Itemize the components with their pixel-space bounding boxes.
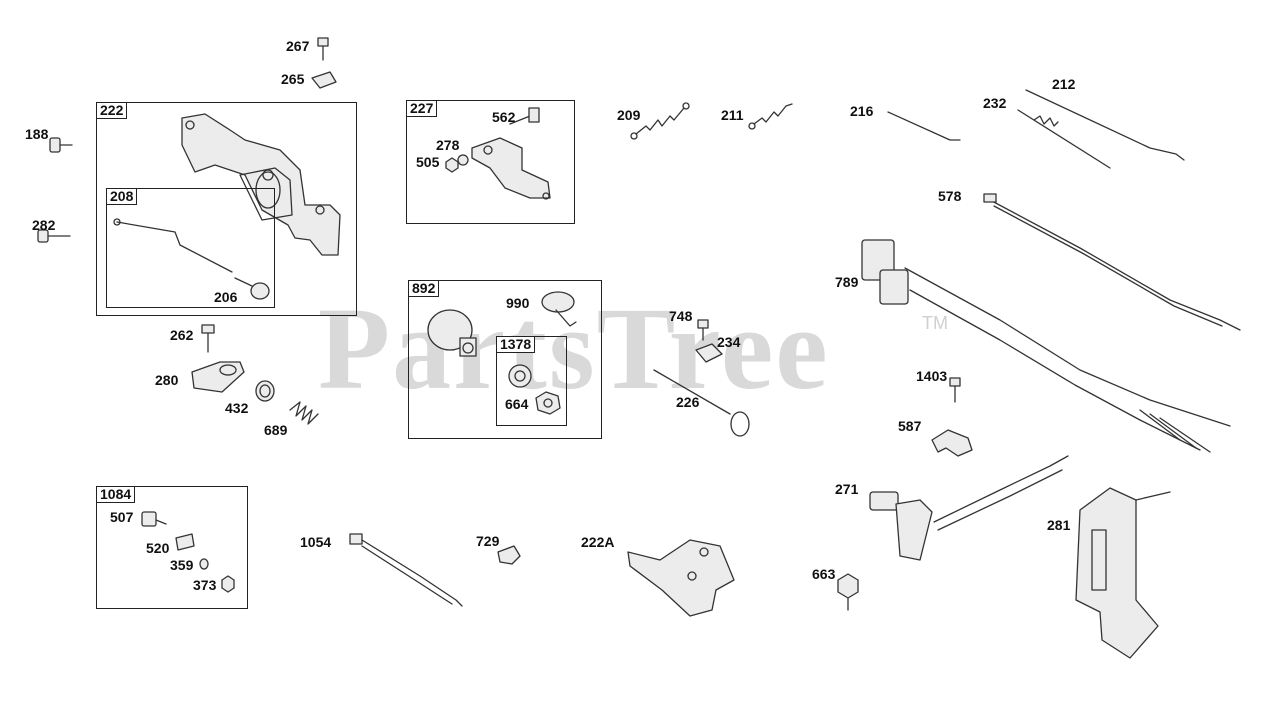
group-label-208[interactable]: 208 [106,188,138,205]
part-729-clip-drawing [497,545,521,565]
part-663-bolt-drawing [837,573,859,611]
part-188-screw-drawing [49,137,73,153]
part-265-clip-drawing [311,71,337,89]
part-label-689[interactable]: 689 [264,422,288,438]
part-664-nut-drawing [535,391,561,415]
part-label-1054[interactable]: 1054 [300,534,332,550]
part-892-switch-drawing [427,309,477,357]
part-208-rod-drawing [113,218,233,273]
part-label-212[interactable]: 212 [1052,76,1076,92]
part-label-222A[interactable]: 222A [581,534,615,550]
part-222-bracket-drawing [181,113,341,256]
part-282-screw-drawing [37,229,71,243]
group-box-222: 222 [96,102,357,316]
part-206-knob-drawing [234,277,270,300]
group-box-208: 208 [106,188,275,308]
group-box-892: 892 [408,280,602,439]
part-373-nut-drawing [221,575,235,593]
part-507-fitting-drawing [141,511,167,527]
part-label-432[interactable]: 432 [225,400,249,416]
part-222A-bracket-drawing [627,539,735,617]
part-label-587[interactable]: 587 [898,418,922,434]
part-689-spring-drawing [289,401,319,425]
part-label-562[interactable]: 562 [492,109,516,125]
watermark-trademark: TM [922,313,948,333]
part-789-harness-drawing [861,239,1231,453]
part-label-748[interactable]: 748 [669,308,693,324]
part-label-282[interactable]: 282 [32,217,56,233]
part-578-cable-drawing [983,193,1241,331]
part-label-359[interactable]: 359 [170,557,194,573]
part-587-clip-drawing [931,429,973,457]
part-label-578[interactable]: 578 [938,188,962,204]
group-label-1084[interactable]: 1084 [96,486,136,503]
part-359-washer-drawing [199,558,209,570]
part-209-spring-drawing [630,102,690,140]
group-label-892[interactable]: 892 [408,280,440,297]
part-262-screw-drawing [201,324,215,353]
part-label-505[interactable]: 505 [416,154,440,170]
part-label-373[interactable]: 373 [193,577,217,593]
part-227-bracket-drawing [471,137,551,200]
part-212-rod-drawing [1025,89,1185,161]
part-label-278[interactable]: 278 [436,137,460,153]
group-box-1084: 1084 [96,486,248,609]
part-748-screw-drawing [697,319,709,341]
part-label-520[interactable]: 520 [146,540,170,556]
part-432-ring-drawing [255,380,275,402]
part-label-729[interactable]: 729 [476,533,500,549]
part-1378-washer-drawing [508,364,532,388]
part-216-rod-drawing [887,111,961,141]
part-label-234[interactable]: 234 [717,334,741,350]
part-562-bolt-drawing [509,107,540,125]
part-211-spring-drawing [748,103,793,130]
part-label-507[interactable]: 507 [110,509,134,525]
part-232-spring-rod-drawing [1017,109,1111,169]
group-box-227: 227 [406,100,575,224]
part-label-206[interactable]: 206 [214,289,238,305]
part-label-209[interactable]: 209 [617,107,641,123]
part-label-216[interactable]: 216 [850,103,874,119]
part-label-267[interactable]: 267 [286,38,310,54]
part-label-664[interactable]: 664 [505,396,529,412]
part-234-clip-drawing [695,343,723,363]
part-label-232[interactable]: 232 [983,95,1007,111]
part-267-bolt-drawing [317,37,329,61]
part-label-262[interactable]: 262 [170,327,194,343]
part-1054-cable-tie-drawing [349,533,463,607]
group-box-1378: 1378 [496,336,567,426]
part-label-280[interactable]: 280 [155,372,179,388]
watermark-text: PartsTree [318,283,830,414]
part-1403-screw-drawing [949,377,961,403]
part-990-key-drawing [541,291,577,327]
part-226-rod-drawing [653,369,750,437]
part-281-bracket-drawing [1075,487,1171,659]
part-280-bracket-drawing [191,361,245,393]
part-label-990[interactable]: 990 [506,295,530,311]
part-label-211[interactable]: 211 [721,107,744,123]
group-label-227[interactable]: 227 [406,100,438,117]
group-label-1378[interactable]: 1378 [496,336,536,353]
part-label-281[interactable]: 281 [1047,517,1071,533]
part-271-throttle-drawing [869,455,1069,561]
part-label-226[interactable]: 226 [676,394,700,410]
part-505-nut-drawing [445,157,459,173]
part-label-265[interactable]: 265 [281,71,305,87]
part-label-663[interactable]: 663 [812,566,836,582]
part-520-plate-drawing [175,533,195,551]
part-label-789[interactable]: 789 [835,274,859,290]
part-label-188[interactable]: 188 [25,126,49,142]
group-label-222[interactable]: 222 [96,102,128,119]
part-label-1403[interactable]: 1403 [916,368,948,384]
part-278-washer-drawing [457,154,469,166]
part-label-271[interactable]: 271 [835,481,859,497]
